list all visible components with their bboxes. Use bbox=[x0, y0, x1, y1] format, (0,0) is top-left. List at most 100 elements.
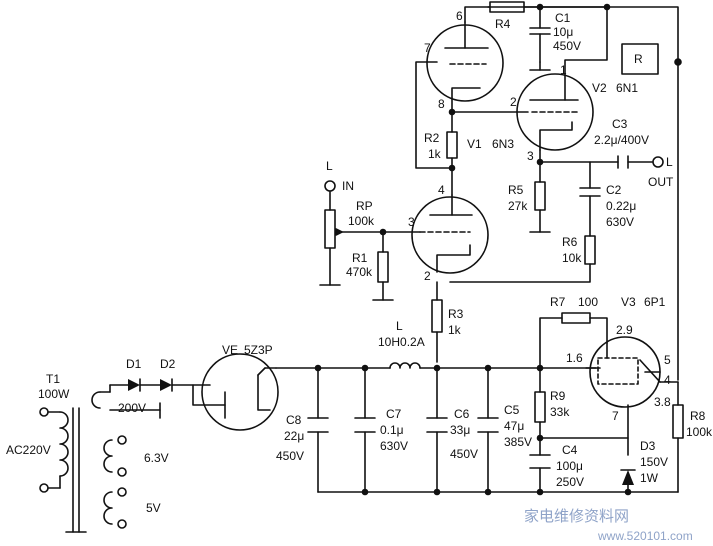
tube-v1-upper bbox=[426, 21, 504, 102]
label-r1-value: 470k bbox=[346, 265, 373, 279]
tube-v2 bbox=[516, 73, 594, 151]
label-ve: VE bbox=[222, 343, 238, 357]
label-pin4b: 4 bbox=[664, 373, 671, 387]
label-c3-value: 2.2μ/400V bbox=[594, 133, 649, 147]
label-c6-value: 33μ bbox=[450, 423, 470, 437]
label-d3-watt: 1W bbox=[640, 471, 659, 485]
label-r1: R1 bbox=[352, 251, 368, 265]
label-d2: D2 bbox=[160, 357, 176, 371]
label-pin29: 2.9 bbox=[616, 323, 633, 337]
label-pin7b: 7 bbox=[612, 409, 619, 423]
label-r9: R9 bbox=[550, 389, 566, 403]
label-c8-voltage: 450V bbox=[276, 449, 304, 463]
label-pin3a: 3 bbox=[527, 149, 534, 163]
label-r7-value: 100 bbox=[578, 295, 598, 309]
watermark-cn: 家电维修资料网 bbox=[524, 507, 629, 525]
label-pin16: 1.6 bbox=[566, 351, 583, 365]
label-c6: C6 bbox=[454, 407, 470, 421]
label-in-l: L bbox=[326, 159, 333, 173]
capacitors bbox=[307, 27, 629, 469]
label-c1-voltage: 450V bbox=[553, 39, 581, 53]
label-c8: C8 bbox=[286, 413, 302, 427]
label-v3: V3 bbox=[621, 295, 636, 309]
tube-ve-rectifier bbox=[201, 353, 279, 431]
label-c2-voltage: 630V bbox=[606, 215, 634, 229]
label-v3-type: 6P1 bbox=[644, 295, 666, 309]
label-c5: C5 bbox=[504, 403, 520, 417]
label-t1-power: 100W bbox=[38, 387, 70, 401]
tube-v3 bbox=[589, 336, 661, 408]
label-rp-value: 100k bbox=[348, 214, 375, 228]
label-ac220v: AC220V bbox=[6, 443, 51, 457]
watermark-url: www.520101.com bbox=[597, 529, 693, 543]
label-c6-voltage: 450V bbox=[450, 447, 478, 461]
label-c4: C4 bbox=[562, 443, 578, 457]
label-out-l: L bbox=[666, 155, 673, 169]
label-pin38: 3.8 bbox=[654, 395, 671, 409]
resistors bbox=[324, 1, 684, 439]
tube-v1-lower bbox=[411, 194, 489, 274]
label-c7: C7 bbox=[386, 407, 402, 421]
label-c1-value: 10μ bbox=[553, 25, 573, 39]
label-t1: T1 bbox=[46, 372, 60, 386]
label-c4-voltage: 250V bbox=[556, 475, 584, 489]
label-pin8: 8 bbox=[438, 97, 445, 111]
label-v1: V1 bbox=[467, 137, 482, 151]
component-labels: 6 R4 C1 10μ 450V 7 R 1 V2 6N1 8 2 C3 2.2… bbox=[6, 9, 713, 515]
label-in: IN bbox=[342, 179, 354, 193]
label-d3: D3 bbox=[640, 439, 656, 453]
label-pin3b: 3 bbox=[408, 215, 415, 229]
label-ve-type: 5Z3P bbox=[244, 343, 273, 357]
label-pin2a: 2 bbox=[510, 95, 517, 109]
diodes bbox=[128, 378, 636, 485]
label-r-box: R bbox=[634, 52, 643, 66]
label-r2: R2 bbox=[424, 131, 440, 145]
label-5v: 5V bbox=[146, 501, 161, 515]
label-c2: C2 bbox=[606, 183, 622, 197]
label-d3-voltage: 150V bbox=[640, 455, 668, 469]
label-out: OUT bbox=[648, 175, 674, 189]
label-l: L bbox=[396, 319, 403, 333]
label-r7: R7 bbox=[550, 295, 566, 309]
label-v2-type: 6N1 bbox=[616, 81, 638, 95]
label-r6-value: 10k bbox=[562, 251, 582, 265]
label-c1: C1 bbox=[555, 11, 571, 25]
label-pin7: 7 bbox=[424, 41, 431, 55]
label-r8-value: 100k bbox=[686, 425, 713, 439]
label-c4-value: 100μ bbox=[556, 459, 583, 473]
label-pin1: 1 bbox=[560, 63, 567, 77]
label-d1: D1 bbox=[126, 357, 142, 371]
label-c2-value: 0.22μ bbox=[606, 199, 636, 213]
label-c7-value: 0.1μ bbox=[380, 423, 404, 437]
label-c3: C3 bbox=[612, 117, 628, 131]
label-6-3v: 6.3V bbox=[144, 451, 169, 465]
label-v2: V2 bbox=[592, 81, 607, 95]
label-r2-value: 1k bbox=[428, 147, 442, 161]
label-c5-value: 47μ bbox=[504, 419, 524, 433]
label-pin2b: 2 bbox=[424, 269, 431, 283]
inductor-l bbox=[389, 362, 421, 369]
label-r5-value: 27k bbox=[508, 199, 528, 213]
label-200v: 200V bbox=[118, 401, 146, 415]
label-r5: R5 bbox=[508, 183, 524, 197]
label-r4: R4 bbox=[495, 17, 511, 31]
label-c7-voltage: 630V bbox=[380, 439, 408, 453]
label-pin6: 6 bbox=[456, 9, 463, 23]
label-r9-value: 33k bbox=[550, 405, 570, 419]
label-r3: R3 bbox=[448, 307, 464, 321]
label-r8: R8 bbox=[690, 409, 706, 423]
label-pin4: 4 bbox=[438, 183, 445, 197]
label-rp: RP bbox=[356, 199, 373, 213]
label-r3-value: 1k bbox=[448, 323, 462, 337]
watermark: 家电维修资料网 www.520101.com bbox=[524, 507, 693, 543]
label-c5-voltage: 385V bbox=[504, 435, 532, 449]
label-r6: R6 bbox=[562, 235, 578, 249]
label-l-value: 10H0.2A bbox=[378, 335, 425, 349]
label-c8-value: 22μ bbox=[284, 429, 304, 443]
transformer-t1 bbox=[39, 391, 127, 533]
label-pin5: 5 bbox=[664, 353, 671, 367]
label-v1-type: 6N3 bbox=[492, 137, 514, 151]
terminals bbox=[314, 3, 682, 496]
